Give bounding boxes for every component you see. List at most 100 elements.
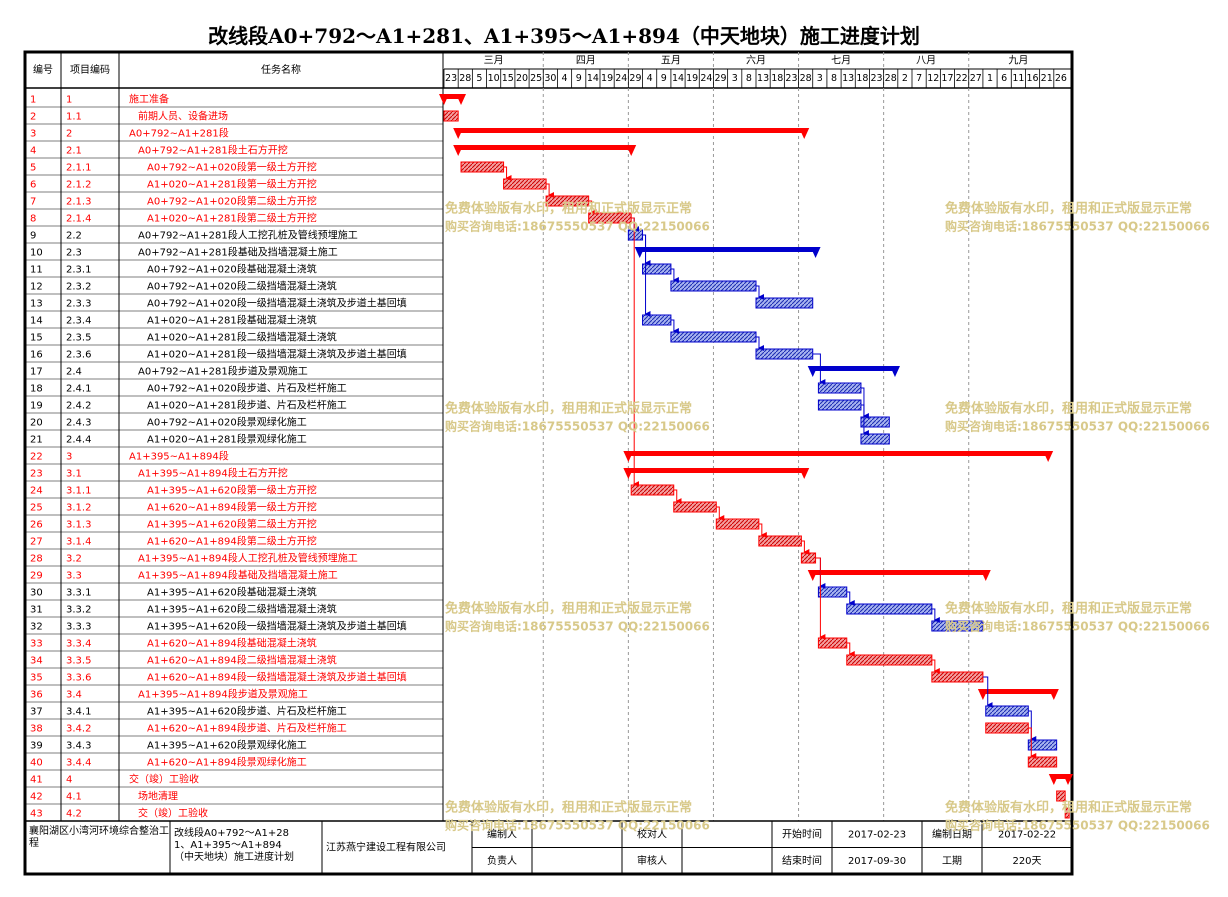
watermark-line1: 免费体验版有水印，租用和正式版显示正常 — [445, 401, 692, 417]
row-code: 2.4.3 — [66, 418, 91, 429]
row-code: 4.1 — [66, 792, 82, 803]
summary-end-marker — [889, 366, 900, 377]
summary-bar — [458, 145, 632, 150]
month-label: 六月 — [746, 55, 766, 67]
day-label: 4 — [562, 73, 568, 84]
summary-start-marker — [623, 468, 634, 479]
row-no: 11 — [30, 265, 43, 276]
row-no: 8 — [30, 214, 36, 225]
task-bar — [985, 722, 1029, 734]
day-label: 22 — [956, 73, 968, 84]
dependency-link — [931, 659, 940, 674]
dependency-link — [846, 642, 855, 657]
footer-end-label: 结束时间 — [782, 854, 822, 867]
day-label: 5 — [476, 73, 482, 84]
summary-start-marker — [807, 366, 818, 377]
dependency-link — [642, 234, 651, 317]
task-bar — [642, 314, 672, 326]
task-bar — [1056, 790, 1066, 802]
day-label: 28 — [885, 73, 897, 84]
row-code: 2.1.3 — [66, 197, 91, 208]
row-no: 1 — [30, 95, 36, 106]
row-no: 17 — [30, 367, 43, 378]
day-label: 29 — [714, 73, 726, 84]
footer-project: 襄阳湖区小湾河环境综合整治工 — [29, 824, 169, 837]
dependency-link — [931, 608, 940, 623]
watermark-line2: 购买咨询电话:18675550537 QQ:22150066 — [445, 619, 710, 634]
task-bar — [985, 705, 1029, 717]
row-task-name: A1+020~A1+281段基础混凝土浇筑 — [147, 314, 317, 327]
row-task-name: A1+620~A1+894段步道、片石及栏杆施工 — [147, 722, 347, 735]
row-code: 2.3.2 — [66, 282, 91, 293]
day-label: 21 — [1041, 73, 1053, 84]
task-bar — [460, 161, 505, 173]
summary-start-marker — [807, 570, 818, 581]
summary-end-marker — [456, 94, 467, 105]
row-task-name: A1+395~A1+620段一级挡墙混凝土浇筑及步道土基回填 — [147, 620, 407, 633]
row-code: 3.1.2 — [66, 503, 91, 514]
dependency-link — [588, 200, 597, 215]
day-label: 8 — [746, 73, 752, 84]
row-no: 43 — [30, 809, 43, 820]
row-code: 2.4.4 — [66, 435, 91, 446]
watermark-line1: 免费体验版有水印，租用和正式版显示正常 — [945, 601, 1192, 617]
page-title: 改线段A0+792～A1+281、A1+395～A1+894（中天地块）施工进度… — [208, 24, 920, 48]
row-task-name: A0+792~A1+020段第二级土方开挖 — [147, 195, 317, 208]
day-label: 9 — [576, 73, 582, 84]
row-task-name: A0+792~A1+020段一级挡墙混凝土浇筑及步道土基回填 — [147, 297, 407, 310]
day-label: 14 — [587, 73, 599, 84]
dependency-link — [673, 489, 682, 504]
row-task-name: A1+020~A1+281段一级挡墙混凝土浇筑及步道土基回填 — [147, 348, 407, 361]
day-label: 23 — [870, 73, 882, 84]
row-task-name: A1+020~A1+281段第一级土方开挖 — [147, 178, 317, 191]
summary-end-marker — [799, 128, 810, 139]
row-code: 2.3.3 — [66, 299, 91, 310]
dependency-link — [860, 404, 869, 436]
row-no: 23 — [30, 469, 43, 480]
task-bar — [846, 603, 933, 615]
summary-bar — [444, 94, 462, 99]
row-no: 34 — [30, 656, 43, 667]
dependency-link — [716, 506, 725, 521]
row-task-name: A0+792~A1+281段 — [129, 127, 229, 140]
row-task-name: 场地清理 — [138, 790, 178, 803]
row-code: 2.1.1 — [66, 163, 91, 174]
row-code: 3.4.1 — [66, 707, 91, 718]
row-no: 31 — [30, 605, 43, 616]
day-label: 24 — [615, 73, 627, 84]
row-no: 18 — [30, 384, 43, 395]
row-code: 2.3.1 — [66, 265, 91, 276]
task-bar — [503, 178, 547, 190]
day-label: 25 — [530, 73, 542, 84]
row-task-name: 交（竣）工验收 — [129, 773, 199, 786]
row-task-name: A1+020~A1+281段景观绿化施工 — [147, 433, 307, 446]
day-label: 13 — [842, 73, 854, 84]
watermark-line1: 免费体验版有水印，租用和正式版显示正常 — [945, 201, 1192, 217]
row-task-name: A1+395~A1+894段基础及挡墙混凝土施工 — [138, 569, 338, 582]
row-code: 4.2 — [66, 809, 82, 820]
row-task-name: A0+792~A1+020段基础混凝土浇筑 — [147, 263, 317, 276]
summary-start-marker — [453, 128, 464, 139]
footer-company: 江苏燕宁建设工程有限公司 — [326, 841, 446, 854]
task-bar — [860, 416, 890, 428]
row-no: 5 — [30, 163, 36, 174]
row-no: 27 — [30, 537, 43, 548]
row-code: 3.1 — [66, 469, 82, 480]
day-label: 9 — [661, 73, 667, 84]
day-label: 26 — [1055, 73, 1067, 84]
row-code: 2.4.2 — [66, 401, 91, 412]
summary-end-marker — [980, 570, 991, 581]
row-no: 25 — [30, 503, 43, 514]
row-code: 3.3.4 — [66, 639, 91, 650]
task-bar — [1027, 756, 1058, 768]
footer-owner-label: 负责人 — [487, 854, 517, 867]
footer-project: 程 — [29, 837, 39, 849]
summary-end-marker — [1043, 451, 1054, 462]
summary-start-marker — [453, 145, 464, 156]
row-task-name: A1+620~A1+894段景观绿化施工 — [147, 756, 307, 769]
footer-duration-value: 220天 — [1012, 856, 1041, 867]
watermark-line1: 免费体验版有水印，租用和正式版显示正常 — [445, 201, 692, 217]
header-no: 编号 — [33, 63, 53, 76]
row-task-name: A1+395~A1+620段步道、片石及栏杆施工 — [147, 705, 347, 718]
row-task-name: A1+020~A1+281段二级挡墙混凝土浇筑 — [147, 331, 337, 344]
